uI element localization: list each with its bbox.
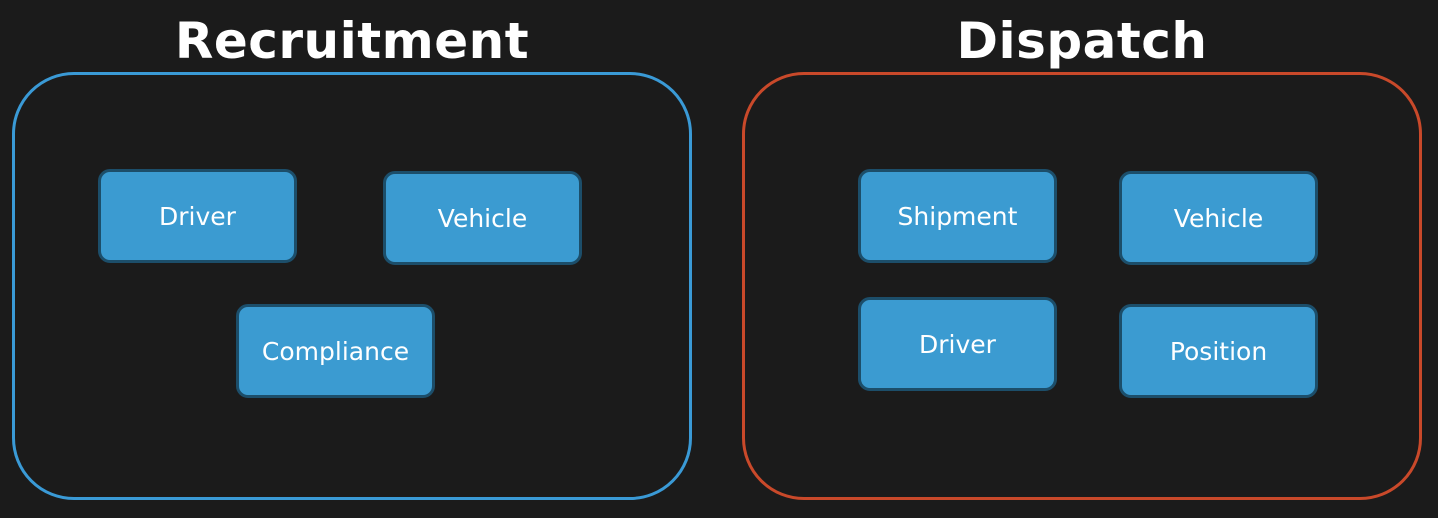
entity-vehicle: Vehicle: [383, 171, 582, 265]
entity-compliance: Compliance: [236, 304, 435, 398]
entity-shipment: Shipment: [858, 169, 1057, 263]
recruitment-context-box: [12, 72, 692, 500]
dispatch-context-box: [742, 72, 1422, 500]
entity-position: Position: [1119, 304, 1318, 398]
recruitment-title: Recruitment: [174, 12, 530, 70]
entity-driver: Driver: [858, 297, 1057, 391]
entity-vehicle: Vehicle: [1119, 171, 1318, 265]
entity-driver: Driver: [98, 169, 297, 263]
dispatch-title: Dispatch: [956, 12, 1208, 70]
